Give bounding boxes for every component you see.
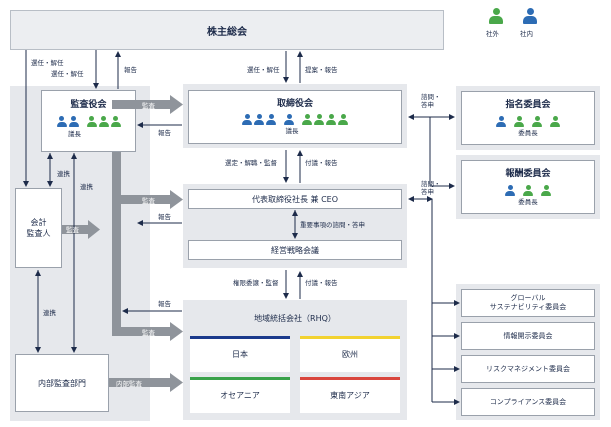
- label-cooperate-1: 連携: [57, 170, 70, 178]
- label-report-rhq: 報告: [158, 300, 171, 308]
- label-refer-report-board: 付議・報告: [305, 159, 338, 167]
- person-icon: [541, 185, 551, 196]
- label-report-ceo: 報告: [158, 213, 171, 221]
- label-elect-dismiss-board: 選任・解任: [247, 66, 280, 74]
- label-important-consult: 重要事項の諮問・答申: [300, 221, 365, 229]
- label-consult-nomination: 諮問・ 答申: [421, 93, 441, 110]
- label-report-shareholders: 報告: [124, 66, 137, 74]
- strategy-meeting-box: 経営戦略会議: [188, 240, 402, 260]
- label-cooperate-3: 連携: [43, 309, 56, 317]
- region-japan: 日本: [190, 336, 290, 372]
- legend-inside-label: 社内: [520, 30, 533, 38]
- person-icon: [523, 185, 533, 196]
- shareholders-meeting-title: 株主総会: [11, 11, 443, 49]
- audit-thick-arrows: [62, 95, 183, 392]
- person-icon: [68, 116, 79, 127]
- committee-compliance: コンプライアンス委員会: [461, 388, 595, 416]
- region-color-bar: [190, 377, 290, 380]
- label-report-board: 報告: [158, 129, 171, 137]
- nomination-chair: 委員長: [518, 129, 538, 137]
- person-icon: [98, 116, 109, 127]
- label-refer-report-rhq: 付議・報告: [305, 279, 338, 287]
- person-icon: [532, 116, 542, 127]
- person-icon: [242, 114, 252, 125]
- board-chair: 議長: [285, 127, 299, 135]
- region-oceania: オセアニア: [190, 377, 290, 413]
- committee-disclosure: 情報開示委員会: [461, 322, 595, 350]
- label-elect-dismiss-2: 選任・解任: [51, 70, 84, 78]
- person-icon: [550, 116, 560, 127]
- region-color-bar: [300, 336, 400, 339]
- label-consult-committees: 諮問・ 答申: [421, 180, 441, 197]
- person-icon: [314, 114, 324, 125]
- label-delegate-supervise: 権限委譲・監督: [233, 279, 279, 287]
- person-icon: [254, 114, 264, 125]
- board-of-directors: 取締役会 議長: [188, 90, 402, 144]
- person-icon: [302, 114, 312, 125]
- region-color-bar: [190, 336, 290, 339]
- person-icon: [266, 114, 276, 125]
- legend-outside-label: 社外: [486, 30, 499, 38]
- person-icon: [326, 114, 336, 125]
- rhq-title: 地域統括会社（RHQ）: [254, 314, 336, 323]
- label-elect-dismiss-1: 選任・解任: [31, 59, 64, 67]
- region-europe: 欧州: [300, 336, 400, 372]
- label-cooperate-2: 連携: [80, 183, 93, 191]
- legend: 社外 社内: [484, 8, 554, 48]
- label-audit-rhq: 監査: [142, 329, 155, 337]
- audit-board-title: 監査役会: [70, 100, 107, 110]
- region-southeast-asia: 東南アジア: [300, 377, 400, 413]
- compensation-chair: 委員長: [518, 198, 538, 206]
- label-audit-board: 監査: [142, 102, 155, 110]
- person-icon: [338, 114, 348, 125]
- audit-inside-members: [56, 116, 80, 127]
- board-chair-member: [283, 114, 295, 125]
- nomination-committee: 指名委員会 委員長: [461, 91, 595, 145]
- label-audit-ceo: 監査: [142, 197, 155, 205]
- ceo-box: 代表取締役社長 兼 CEO: [188, 189, 402, 209]
- audit-outside-members: [86, 116, 122, 127]
- compensation-title: 報酬委員会: [505, 169, 551, 179]
- label-proposal-report: 提案・報告: [305, 66, 338, 74]
- committee-risk-management: リスクマネジメント委員会: [461, 355, 595, 383]
- audit-board-chair: 議長: [68, 130, 81, 138]
- inside-person-icon: [522, 8, 538, 28]
- person-icon: [56, 116, 67, 127]
- person-icon: [110, 116, 121, 127]
- person-icon: [514, 116, 524, 127]
- board-title: 取締役会: [276, 99, 313, 109]
- person-icon: [505, 185, 515, 196]
- person-icon: [284, 114, 294, 125]
- label-appoint-supervise: 選定・解職・監督: [225, 159, 277, 167]
- accounting-auditor: 会計 監査人: [15, 188, 62, 268]
- label-audit-accountant: 監査: [66, 226, 79, 234]
- outside-person-icon: [488, 8, 504, 28]
- label-internal-audit: 内部監査: [116, 380, 142, 388]
- compensation-committee: 報酬委員会 委員長: [461, 160, 595, 214]
- board-outside-members: [301, 114, 349, 125]
- region-color-bar: [300, 377, 400, 380]
- committee-sustainability: グローバル サステナビリティ委員会: [461, 289, 595, 317]
- nomination-title: 指名委員会: [505, 100, 551, 110]
- internal-audit-dept: 内部監査部門: [15, 354, 109, 412]
- person-icon: [86, 116, 97, 127]
- person-icon: [496, 116, 506, 127]
- board-inside-members: [241, 114, 277, 125]
